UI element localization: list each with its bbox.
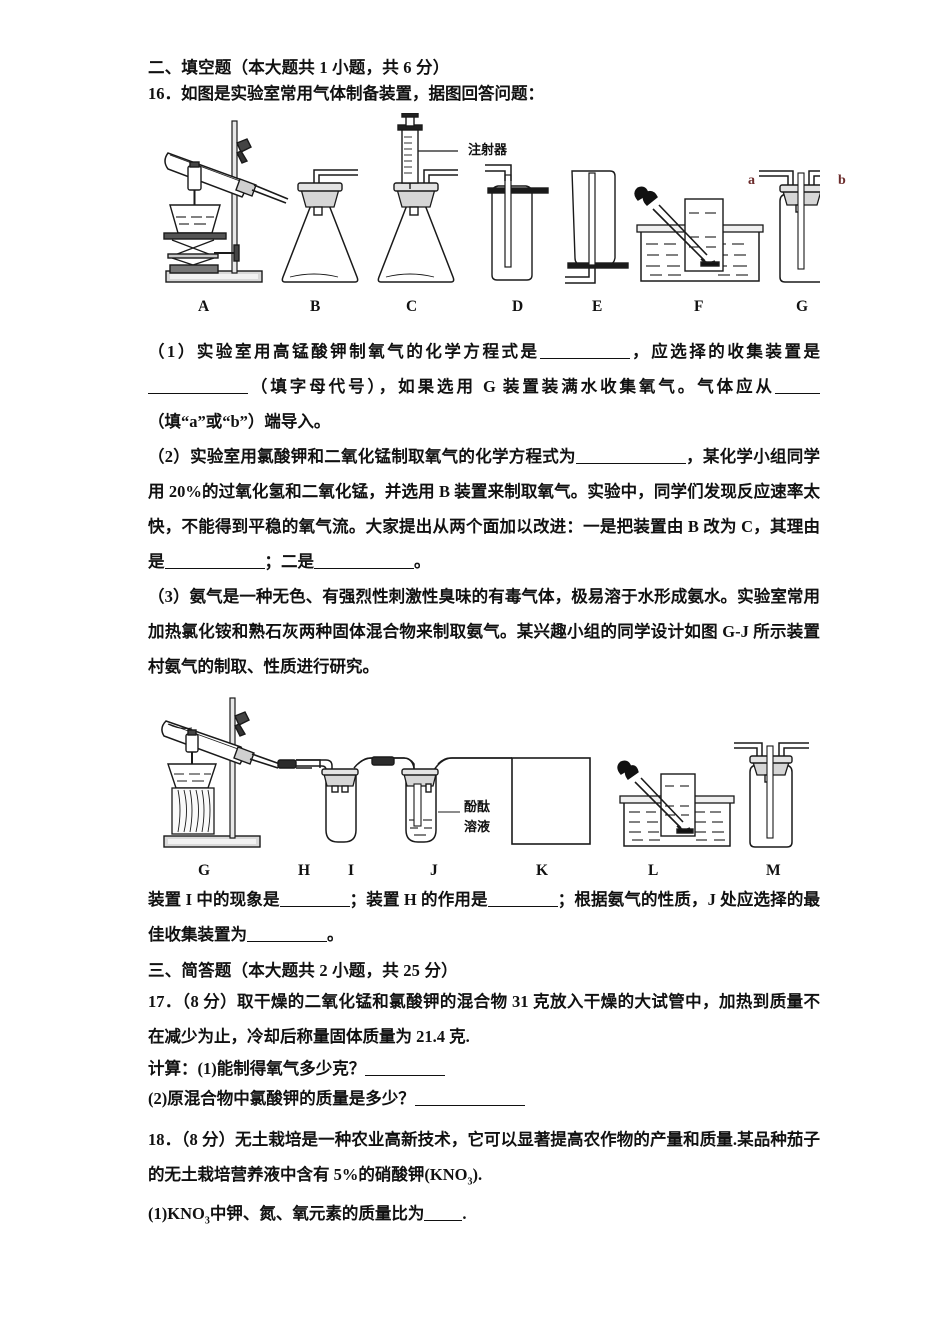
answer-blank[interactable]	[164, 553, 265, 569]
apparatus-b	[281, 169, 359, 283]
phenolphthalein-line-2: 溶液	[464, 820, 491, 835]
question-17-stem: 17．（8 分）取干燥的二氧化锰和氯酸钾的混合物 31 克放入干燥的大试管中，加…	[148, 992, 820, 1046]
question-17-sub1: 计算：(1)能制得氧气多少克？	[148, 1054, 820, 1084]
apparatus-c	[377, 113, 458, 283]
question-16-part1: （1）实验室用高锰酸钾制氧气的化学方程式是 ，应选择的收集装置是 （填字母代号），如…	[148, 334, 820, 439]
section-2-heading: 二、填空题（本大题共 1 小题，共 6 分）	[148, 58, 450, 77]
answer-blank[interactable]	[365, 1060, 446, 1076]
figure2-label-l: L	[648, 862, 659, 879]
apparatus-a	[163, 120, 289, 283]
figure2-label-k: K	[536, 862, 549, 879]
figure2-label-g: G	[198, 862, 211, 879]
question-16-part3: （3）氨气是一种无色、有强烈性刺激性臭味的有毒气体，极易溶于水形成氨水。实验室常…	[148, 587, 820, 676]
apparatus-l	[734, 742, 809, 848]
q16-p2-text-d: 。	[414, 552, 431, 571]
q16-p1-text-c: （填字母代号），如果选用 G 装置装满水收集氧气。气体应从	[248, 377, 775, 396]
q18-sub1-text-c: .	[462, 1204, 467, 1224]
figure1-label-d: D	[512, 298, 524, 315]
figure-ammonia-apparatus: 酚酞 溶液	[148, 694, 820, 862]
q16-p1-text-d: （填“a”或“b”）端导入。	[148, 412, 331, 431]
q16-p2-text-c: ；二是	[264, 552, 315, 571]
figure-gas-preparation-apparatus: 注射器 a b	[148, 113, 846, 298]
figure1-svg	[163, 113, 820, 284]
figure2-label-m: M	[766, 862, 781, 879]
apparatus-k	[617, 760, 735, 847]
figure1-label-g: G	[796, 298, 809, 315]
answer-blank[interactable]	[414, 1090, 525, 1106]
syringe-annotation: 注射器	[468, 143, 508, 158]
q16-p4-text-b: ；装置 H 的作用是	[349, 890, 488, 909]
section-3-heading: 三、简答题（本大题共 2 小题，共 25 分）	[148, 961, 458, 980]
figure2-labels: G H I J K L M	[148, 862, 820, 884]
question-16-part2: （2）实验室用氯酸钾和二氧化锰制取氧气的化学方程式为，某化学小组同学用 20%的…	[148, 439, 820, 579]
answer-blank[interactable]	[424, 1205, 463, 1222]
apparatus-g	[759, 170, 820, 283]
apparatus-i	[401, 768, 460, 843]
apparatus-m	[738, 728, 837, 756]
apparatus-d	[485, 164, 549, 281]
apparatus-j	[511, 757, 591, 845]
q16-p1-text-b: ，应选择的收集装置是	[629, 342, 821, 361]
apparatus-h	[321, 768, 359, 843]
apparatus-g2	[161, 697, 297, 848]
figure1-label-e: E	[592, 298, 603, 315]
question-16-part4: 装置 I 中的现象是 ；装置 H 的作用是；根据氨气的性质，J 处应选择的最佳收集…	[148, 882, 820, 952]
answer-blank[interactable]	[148, 378, 248, 394]
q18-sub1-text-b: 中钾、氮、氧元素的质量比为	[209, 1204, 425, 1224]
q16-p2-text-a: （2）实验室用氯酸钾和二氧化锰制取氧气的化学方程式为	[148, 447, 576, 466]
question-18-sub1: (1)KNO3中钾、氮、氧元素的质量比为.	[148, 1199, 820, 1236]
q18-stem-text: 18．（8 分）无土栽培是一种农业高新技术，它可以显著提高农作物的产量和质量.某…	[148, 1130, 820, 1184]
answer-blank[interactable]	[775, 378, 820, 394]
answer-blank[interactable]	[247, 926, 327, 942]
q18-stem-tail: ).	[472, 1165, 483, 1184]
q16-p4-text-a: 装置 I 中的现象是	[148, 890, 280, 909]
figure1-label-c: C	[406, 298, 418, 315]
question-18-stem: 18．（8 分）无土栽培是一种农业高新技术，它可以显著提高农作物的产量和质量.某…	[148, 1122, 820, 1199]
figure1-label-a: A	[198, 298, 210, 315]
figure2-label-j: J	[430, 862, 438, 879]
q17-sub2-text: (2)原混合物中氯酸钾的质量是多少？	[148, 1089, 415, 1108]
answer-blank[interactable]	[314, 553, 414, 569]
q17-sub1-text: 计算：(1)能制得氧气多少克？	[148, 1059, 366, 1078]
question-17-sub2: (2)原混合物中氯酸钾的质量是多少？	[148, 1084, 820, 1114]
phenolphthalein-annotation: 酚酞 溶液	[464, 798, 490, 838]
figure2-svg	[161, 697, 809, 848]
apparatus-e	[565, 170, 629, 284]
q18-stem-subscript: 3	[467, 1176, 473, 1188]
q18-sub1-text-a: (1)KNO	[148, 1204, 205, 1224]
answer-blank[interactable]	[575, 448, 686, 464]
figure2-label-i: I	[348, 862, 355, 879]
port-a-label: a	[748, 173, 755, 188]
q16-p4-text-d: 。	[327, 925, 344, 944]
answer-blank[interactable]	[279, 891, 350, 907]
q16-p4-text-c: ；根据氨气的性质，J 处应选择的最佳收集装置为	[148, 890, 820, 944]
q16-p2-text-b: ，某化学小组同学用 20%的过氧化氢和二氧化锰，并选用 B 装置来制取氧气。实验…	[148, 447, 821, 571]
figure1-labels: A B C D E F G	[148, 298, 820, 320]
answer-blank[interactable]	[487, 891, 558, 907]
apparatus-f	[634, 186, 764, 282]
figure1-label-b: B	[310, 298, 321, 315]
q16-p1-text-a: （1）实验室用高锰酸钾制氧气的化学方程式是	[148, 342, 540, 361]
port-b-label: b	[838, 173, 846, 188]
figure2-label-h: H	[298, 862, 311, 879]
figure1-label-f: F	[694, 298, 704, 315]
question-16-stem: 16．如图是实验室常用气体制备装置，据图回答问题：	[148, 84, 544, 103]
q18-sub1-subscript: 3	[204, 1215, 210, 1227]
answer-blank[interactable]	[539, 343, 630, 359]
phenolphthalein-line-1: 酚酞	[464, 800, 491, 815]
